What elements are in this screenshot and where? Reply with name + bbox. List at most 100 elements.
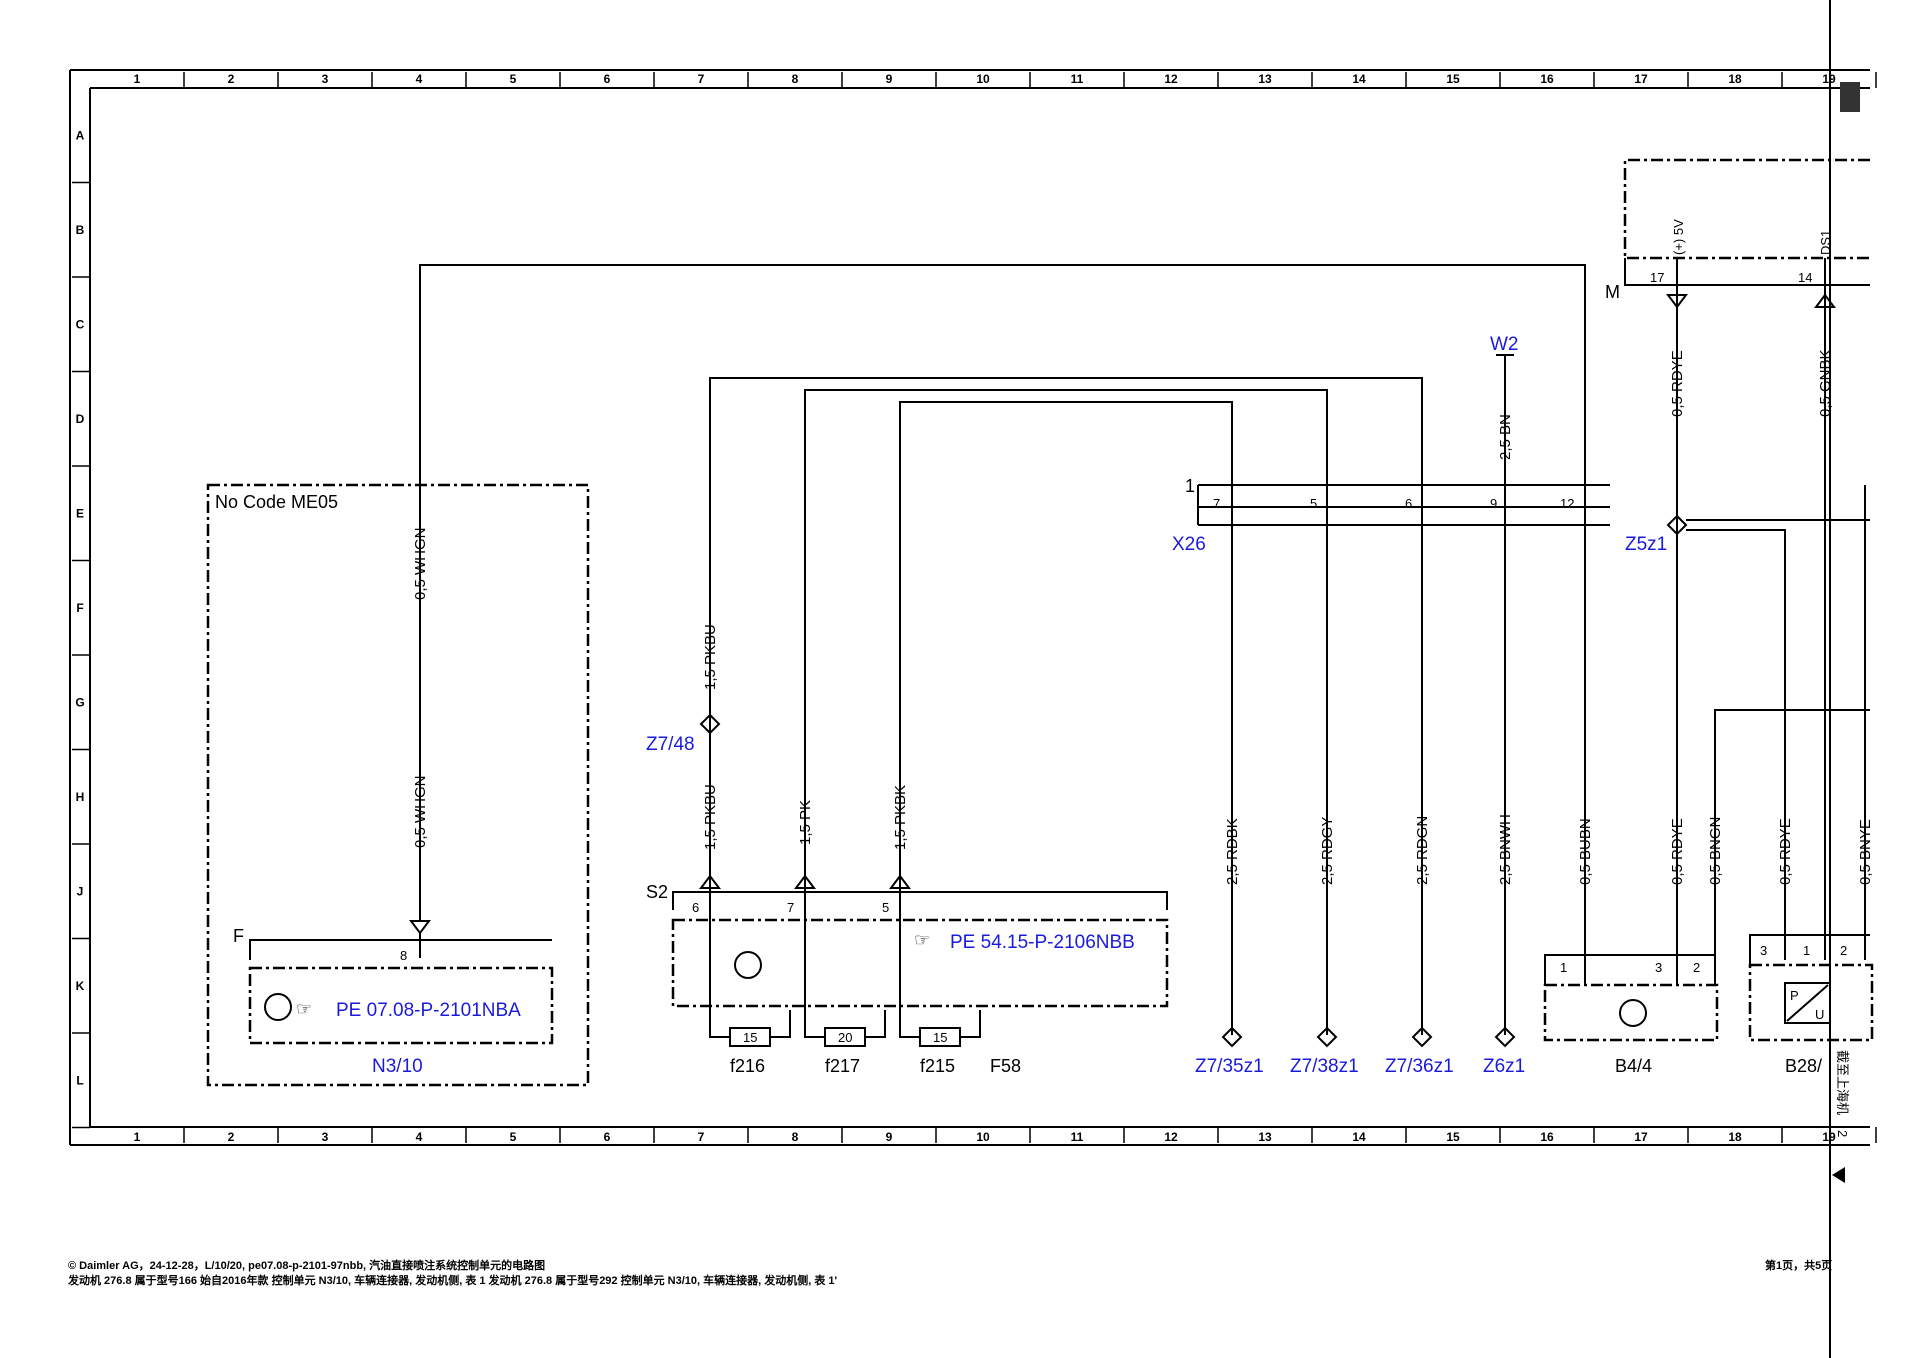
grid-row-label: C [76,317,85,331]
grid-column-label: 16 [1540,1130,1554,1144]
x26-label: X26 [1172,534,1206,555]
z7-48-splice: Z7/48 [646,713,721,755]
s2-switch-block: S2 ☞ PE 54.15-P-2106NBB 6 7 5 [646,874,1169,1010]
grid-row-label: L [76,1073,83,1087]
side-text: 截至上海机 [1835,1050,1850,1115]
b28-sensor: 3 1 2 P U B28/ 截至上海机 2 [1748,82,1874,1183]
grid-column-label: 19 [1822,1130,1836,1144]
wire-label: 0,5 GNBK [1817,349,1834,417]
m-label: M [1605,282,1620,302]
pressure-sensor-icon [1784,982,1831,1024]
footer-info: © Daimler AG，24-12-28，L/10/20, pe07.08-p… [68,1259,1368,1289]
fuse-rating: 20 [838,1030,852,1045]
wire-label: 0,5 BNGN [1707,817,1724,885]
pin-label: 5 [1310,496,1317,511]
pin-label: 5 [882,900,889,915]
grid-column-label: 12 [1164,1130,1178,1144]
grid-column-label: 3 [322,72,329,86]
grid-row-label: A [76,128,85,142]
pointer-icon: ☞ [296,999,312,1019]
grid-column-label: 2 [228,72,235,86]
grid-column-label: 4 [416,1130,423,1144]
pin-label: 3 [1760,943,1767,958]
m-control-unit: M 17 14 (+) 5V DS1 [1605,158,1870,960]
fuse-rating: 15 [933,1030,947,1045]
pin-label: 7 [787,900,794,915]
pin-label: 12 [1560,496,1574,511]
grid-row-label: B [76,223,85,237]
wire-label: 0,5 WHGN [412,775,429,848]
grid-column-label: 14 [1352,1130,1366,1144]
x26-bottom-wires: Z7/35z1 Z7/38z1 Z7/36z1 Z6z1 [1195,507,1586,1077]
grid-column-label: 8 [792,1130,799,1144]
corner-marker-icon [1840,82,1860,112]
grid-column-label: 6 [604,1130,611,1144]
pin-label: DS1 [1818,230,1833,255]
pin-label: 17 [1650,270,1664,285]
side-text-2: 2 [1835,1130,1850,1137]
n3-10-module: No Code ME05 F 8 ☞ PE 07.08-P-2101NBA N3… [206,483,590,1087]
x26-number: 1 [1185,476,1195,496]
grid-column-label: 13 [1258,72,1272,86]
grid-column-label: 9 [886,1130,893,1144]
grid-column-label: 18 [1728,72,1742,86]
z7-38z1-label: Z7/38z1 [1290,1056,1359,1077]
pin-label: 7 [1213,496,1220,511]
pin-label: 6 [1405,496,1412,511]
grid-column-label: 1 [134,72,141,86]
grid-column-label: 11 [1071,72,1084,86]
page-indicator: 第1页，共5页 [1765,1260,1833,1272]
arrow-icon [1832,1167,1845,1183]
grid-column-label: 5 [510,1130,517,1144]
wire-label: 1,5 PKBU [702,784,719,850]
wire-label: 1,5 PKBK [892,785,909,850]
grid-column-label: 14 [1352,72,1366,86]
grid-column-label: 3 [322,1130,329,1144]
grid-column-label: 17 [1634,1130,1648,1144]
grid-column-label: 2 [228,1130,235,1144]
grid-column-label: 16 [1540,72,1554,86]
n3-10-connector-label: F [233,926,244,946]
grid-column-label: 6 [604,72,611,86]
grid-column-label: 17 [1634,72,1648,86]
grid-column-label: 5 [510,72,517,86]
grid-row-label: E [76,506,84,520]
grid-row-label: H [76,790,85,804]
b4-4-sensor: 1 3 2 B4/4 [1543,954,1719,1076]
grid-column-label: 7 [698,72,705,86]
wire-label: 0,5 RDYE [1669,818,1686,885]
grid-column-label: 15 [1446,1130,1460,1144]
grid-column-label: 8 [792,72,799,86]
pin-label: (+) 5V [1671,219,1686,255]
pin-label: 6 [692,900,699,915]
b4-4-label: B4/4 [1615,1056,1652,1076]
grid-row-label: G [75,695,84,709]
s2-ref-link[interactable]: PE 54.15-P-2106NBB [950,932,1135,953]
n3-10-label: N3/10 [372,1056,423,1077]
pin-label: 8 [400,948,407,963]
wire-label: 1,5 PKBU [702,624,719,690]
grid-column-label: 11 [1071,1130,1084,1144]
pu-p: P [1790,988,1799,1003]
f58-label: F58 [990,1056,1021,1076]
pin-label: 1 [1560,960,1567,975]
wire-label: 2,5 RDBK [1224,818,1241,885]
pointer-icon: ☞ [914,930,930,950]
f215-label: f215 [920,1056,955,1076]
pin-label: 2 [1840,943,1847,958]
z5z1-splice: Z5z1 [1625,485,1870,960]
wire-label: 2,5 RDGY [1319,817,1336,885]
no-code-label: No Code ME05 [215,492,338,512]
pin-label: 14 [1798,270,1812,285]
wire-label: 0,5 WHGN [412,527,429,600]
grid-row-label: F [76,601,83,615]
grid-column-label: 12 [1164,72,1178,86]
z5z1-label: Z5z1 [1625,534,1667,555]
b28-label: B28/ [1785,1056,1822,1076]
pin-label: 1 [1803,943,1810,958]
grid-column-label: 13 [1258,1130,1272,1144]
wire-label: 0,5 BNYE [1857,819,1874,885]
n3-10-ref-link[interactable]: PE 07.08-P-2101NBA [336,1000,521,1021]
grid-column-label: 7 [698,1130,705,1144]
